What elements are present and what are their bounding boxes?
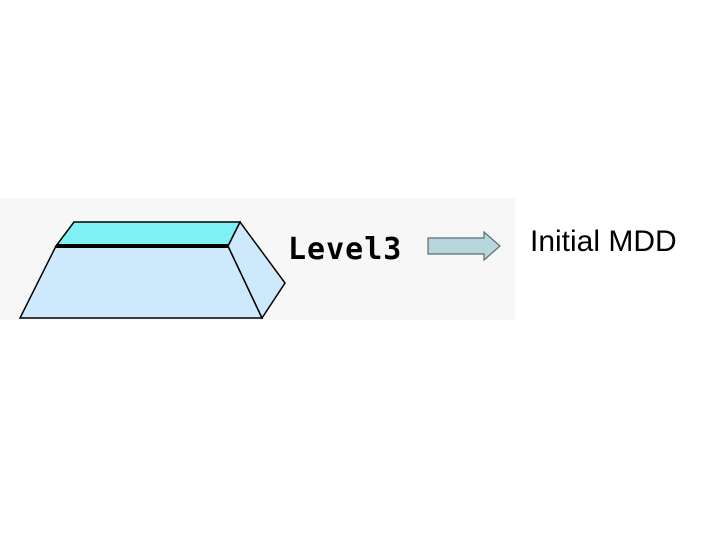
level3-label: Level3	[288, 228, 408, 272]
frustum-front-face	[20, 246, 262, 318]
initial-mdd-label: Initial MDD	[530, 220, 718, 264]
frustum-top-face	[56, 222, 240, 246]
